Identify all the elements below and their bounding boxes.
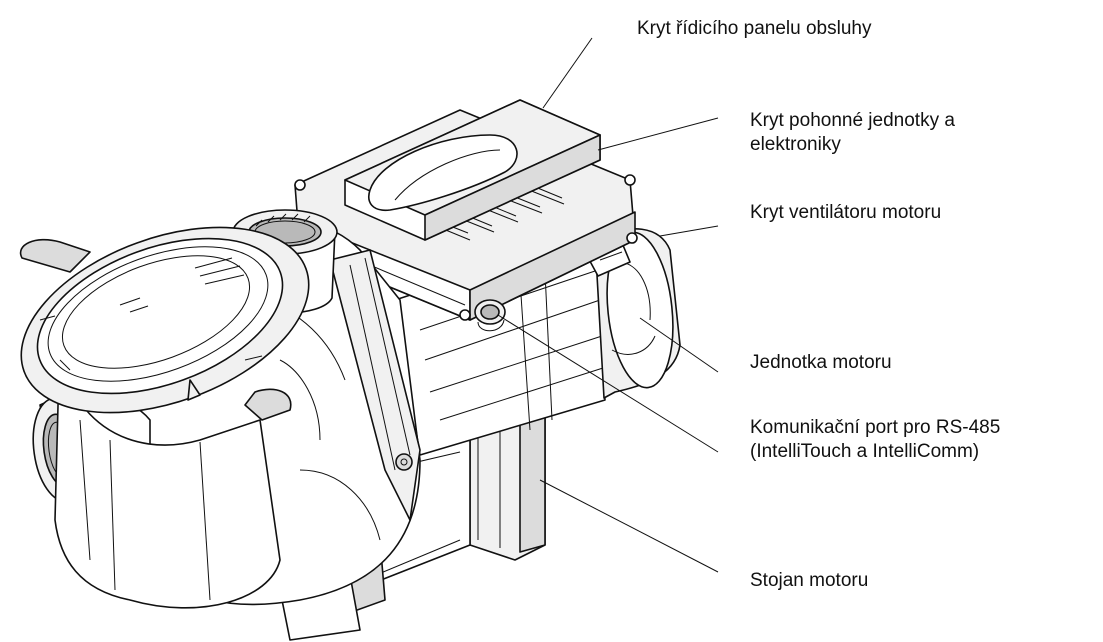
label-drive-cover-line2: elektroniky: [750, 134, 841, 155]
motor-fan-cover: [584, 228, 681, 399]
label-comm-port: Komunikační port pro RS-485 (IntelliTouc…: [750, 416, 1000, 464]
strainer-lid: [19, 226, 310, 609]
label-motor-stand: Stojan motoru: [750, 569, 868, 593]
label-drive-electronics-cover: Kryt pohonné jednotky a elektroniky: [750, 109, 955, 157]
label-motor-fan-cover-text: Kryt ventilátoru motoru: [750, 202, 942, 223]
label-motor-stand-text: Stojan motoru: [750, 570, 869, 591]
label-control-panel-cover: Kryt řídicího panelu obsluhy: [637, 17, 871, 41]
leader-lines: [497, 37, 719, 573]
label-control-panel-cover-text: Kryt řídicího panelu obsluhy: [637, 18, 872, 39]
control-panel-cover: [344, 99, 601, 241]
label-drive-cover-line1: Kryt pohonné jednotky a: [750, 110, 955, 131]
label-motor-unit: Jednotka motoru: [750, 351, 892, 375]
label-comm-port-line1: Komunikační port pro RS-485: [750, 417, 1001, 438]
label-motor-fan-cover: Kryt ventilátoru motoru: [750, 201, 941, 225]
label-comm-port-line2: (IntelliTouch a IntelliComm): [750, 441, 980, 462]
label-motor-unit-text: Jednotka motoru: [750, 352, 892, 373]
rs485-comm-port: [474, 299, 506, 332]
